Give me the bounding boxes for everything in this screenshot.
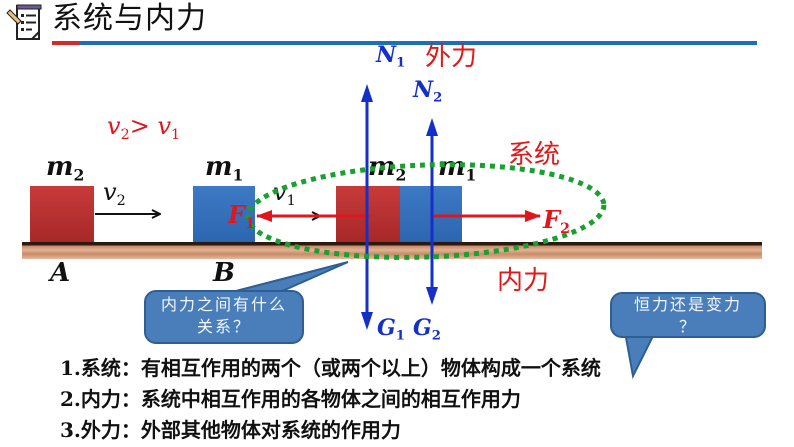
page-title: 系统与内力: [52, 1, 207, 36]
callout-constant-or-variable: 恒力还是变力 ？: [610, 292, 766, 338]
velocity-condition: v2> v1: [107, 112, 181, 144]
label-m2-left: m2: [46, 152, 85, 185]
definition-system: 1.系统：有相互作用的两个（或两个以上）物体构成一个系统: [60, 356, 601, 380]
callout-1-tail: [231, 261, 349, 293]
definition-internal-force: 2.内力：系统中相互作用的各物体之间的相互作用力: [60, 387, 521, 411]
point-a-label: A: [50, 258, 71, 288]
callout-1-line-2: 关系？: [196, 317, 251, 336]
checklist-pencil-icon: [6, 3, 46, 43]
title-underline-blue: [80, 41, 757, 45]
label-v1: v1: [273, 178, 296, 210]
label-f1: F1: [228, 200, 256, 233]
definition-external-force: 3.外力：外部其他物体对系统的作用力: [60, 418, 401, 442]
callout-2-line-1: 恒力还是变力: [633, 295, 742, 314]
system-boundary: [245, 162, 607, 260]
callout-2-line-2: ？: [678, 317, 697, 336]
ground-surface: [22, 242, 762, 259]
block-m1-left: [193, 186, 255, 242]
label-n2: N2: [413, 77, 443, 106]
n2-arrowhead: [426, 118, 438, 136]
point-b-label: B: [213, 258, 235, 288]
callout-2-tail: [623, 331, 657, 380]
g1-arrowhead: [361, 312, 373, 330]
label-n1: N1: [376, 42, 406, 71]
label-m1-left: m1: [205, 152, 244, 185]
callout-internal-force-relation: 内力之间有什么 关系？: [144, 290, 304, 344]
callout-1-line-1: 内力之间有什么: [160, 295, 287, 314]
label-g2: G2: [413, 315, 441, 344]
external-force-label: 外力: [425, 42, 478, 72]
label-f2: F2: [543, 205, 571, 238]
label-g1: G1: [377, 315, 405, 344]
block-m2-left: [30, 186, 94, 242]
g2-arrowhead: [426, 287, 438, 305]
label-v2: v2: [103, 178, 126, 210]
system-label: 系统: [508, 140, 561, 170]
title-underline-red: [52, 41, 80, 45]
n1-arrowhead: [361, 84, 373, 102]
internal-force-label: 内力: [497, 266, 550, 296]
